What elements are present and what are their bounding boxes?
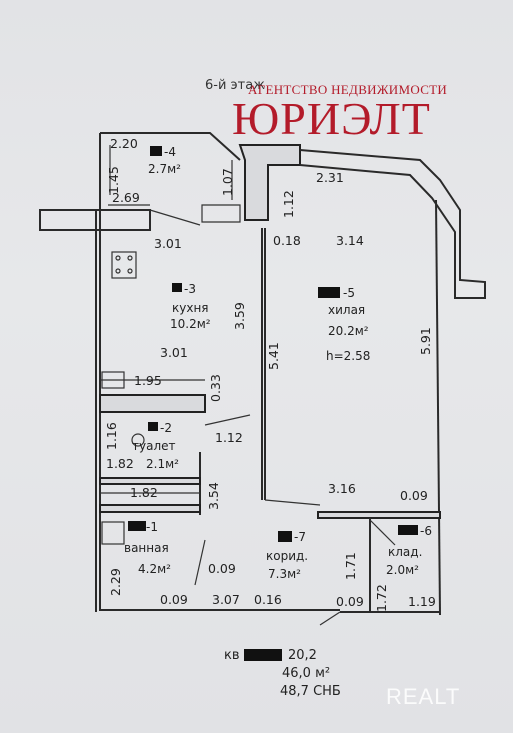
wall-diagonal-kitchen [149, 209, 201, 226]
bath-symbol [101, 521, 125, 545]
stove-burner-3 [115, 268, 121, 274]
living-right-wall [435, 199, 441, 616]
room-6-name: клад. [388, 545, 422, 559]
summary-total-area: 46,0 м² [282, 666, 331, 681]
dim-3-14: 3.14 [336, 233, 364, 248]
realt-watermark: REALT [386, 684, 461, 709]
dim-1-71: 1.71 [343, 552, 358, 580]
dim-3-01-mid: 3.01 [160, 345, 188, 360]
wall-storage-top [317, 511, 441, 519]
dim-1-72: 1.72 [374, 584, 389, 612]
dim-3-54: 3.54 [206, 482, 221, 510]
stove-symbol [111, 251, 137, 279]
redaction-mark [318, 287, 340, 298]
stove-burner-1 [115, 255, 121, 261]
dim-1-07: 1.07 [220, 168, 235, 196]
outer-wall-left [99, 133, 340, 611]
room-1-area: 4.2м² [138, 562, 171, 576]
dim-1-82-b: 1.82 [130, 485, 158, 500]
dim-0-09-a: 0.09 [400, 488, 428, 503]
dim-3-59: 3.59 [232, 302, 247, 330]
room-3-name: кухня [172, 301, 209, 315]
room-2-area: 2.1м² [146, 457, 179, 471]
room-5-height: h=2.58 [326, 349, 370, 363]
room-3-num: -3 [184, 282, 196, 296]
wall-bath-top [99, 477, 201, 485]
room-2-name: туалет [132, 439, 176, 453]
dim-5-91: 5.91 [418, 327, 433, 355]
dim-0-18: 0.18 [273, 233, 301, 248]
agency-logo-text: ЮРИЭЛТ [232, 93, 431, 144]
door-wc [204, 414, 251, 426]
room-3-area: 10.2м² [170, 317, 211, 331]
summary-living-area: 20,2 [288, 648, 317, 663]
dim-2-31: 2.31 [316, 170, 344, 185]
column-block [238, 144, 301, 221]
stove-burner-2 [127, 255, 133, 261]
dim-1-16: 1.16 [104, 422, 119, 450]
wall-bath-mid [99, 504, 201, 513]
dim-1-45: 1.45 [106, 166, 121, 194]
dim-1-12-top: 1.12 [281, 190, 296, 218]
summary-apt-prefix: кв [224, 648, 240, 663]
dim-3-01-top: 3.01 [154, 236, 182, 251]
room-7-num: -7 [294, 530, 306, 544]
redaction-mark [150, 146, 162, 156]
agency-caption: АГЕНТСТВО НЕДВИЖИМОСТИ [248, 82, 448, 97]
redaction-mark [398, 525, 418, 535]
dim-3-16: 3.16 [328, 481, 356, 496]
redaction-mark [148, 422, 158, 431]
living-top-wall [299, 149, 486, 299]
dim-1-95: 1.95 [134, 373, 162, 388]
dim-1-82-a: 1.82 [106, 456, 134, 471]
redaction-mark [244, 649, 282, 661]
dim-2-29: 2.29 [108, 568, 123, 596]
dim-3-07: 3.07 [212, 592, 240, 607]
room-1-name: ванная [124, 541, 169, 555]
window-block [201, 204, 241, 223]
room-7-name: корид. [266, 549, 308, 563]
door-living [264, 499, 321, 506]
room-5-num: -5 [343, 286, 355, 300]
dim-0-09-c: 0.09 [160, 592, 188, 607]
room-2-num: -2 [160, 421, 172, 435]
room-4-num: -4 [164, 145, 176, 159]
stove-burner-4 [127, 268, 133, 274]
room-7-area: 7.3м² [268, 567, 301, 581]
dim-0-33: 0.33 [208, 374, 223, 402]
room-4-area: 2.7м² [148, 162, 181, 176]
toilet-symbol [131, 433, 145, 447]
redaction-mark [172, 283, 182, 292]
floor-label: 6-й этаж [205, 78, 265, 93]
wall-kitchen-left-block [39, 209, 151, 231]
dim-2-20: 2.20 [110, 136, 138, 151]
dim-1-12-mid: 1.12 [215, 430, 243, 445]
redaction-mark [128, 521, 146, 531]
door-bath [194, 539, 206, 586]
door-storage [369, 519, 396, 546]
dim-0-16: 0.16 [254, 592, 282, 607]
dim-5-41: 5.41 [266, 342, 281, 370]
room-5-name: хилая [328, 303, 365, 317]
room-6-num: -6 [420, 524, 432, 538]
dim-2-69: 2.69 [112, 190, 140, 205]
door-entry [319, 611, 341, 626]
summary-total-snb: 48,7 СНБ [280, 684, 341, 699]
redaction-mark [278, 531, 292, 542]
top-wall-small-room [100, 132, 241, 161]
dim-0-09-b: 0.09 [208, 561, 236, 576]
wall-wc-top [99, 394, 206, 413]
room-1-num: -1 [146, 520, 158, 534]
room-6-area: 2.0м² [386, 563, 419, 577]
dim-1-19: 1.19 [408, 594, 436, 609]
dim-0-09-d: 0.09 [336, 594, 364, 609]
room-5-area: 20.2м² [328, 324, 369, 338]
